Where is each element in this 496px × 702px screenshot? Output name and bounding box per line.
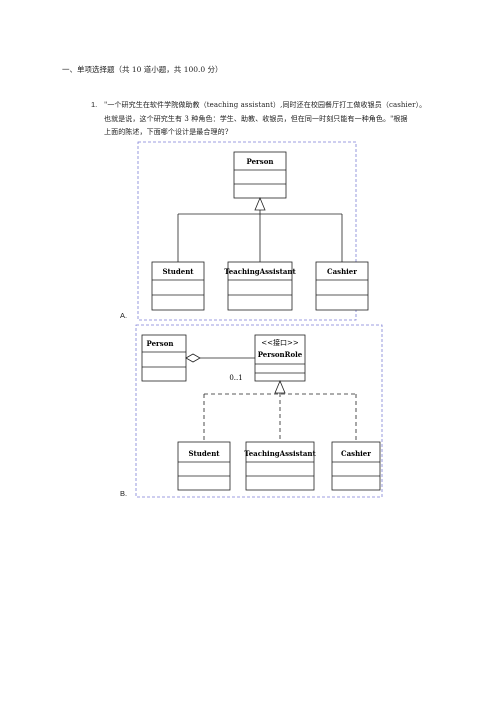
option-a-diagram[interactable]: Person Student TeachingAssistant Cashier: [137, 141, 369, 321]
interface-name: PersonRole: [258, 350, 303, 359]
class-student-b: Student: [177, 441, 231, 491]
svg-text:Person: Person: [147, 339, 174, 348]
multiplicity-label: 0..1: [229, 374, 242, 382]
svg-text:Student: Student: [188, 449, 220, 458]
class-teachingassistant-a: TeachingAssistant: [224, 261, 296, 311]
class-student-a: Student: [151, 261, 205, 311]
question-number: 1.: [91, 100, 98, 109]
svg-text:TeachingAssistant: TeachingAssistant: [244, 449, 316, 458]
generalization-arrow: [254, 196, 266, 211]
aggregation-diamond: [185, 353, 201, 363]
option-a-frame: [137, 141, 357, 321]
realization-arrow: [274, 379, 286, 394]
stereotype-label: <<接口>>: [261, 338, 299, 347]
class-person-b: Person: [141, 334, 187, 382]
section-title: 一、单项选择题（共 10 道小题，共 100.0 分）: [62, 65, 223, 74]
option-b-label[interactable]: B.: [120, 489, 128, 498]
question-text-line-1: "一个研究生在软件学院做助教（teaching assistant）,同时还在校…: [104, 101, 427, 109]
svg-text:Cashier: Cashier: [341, 449, 371, 458]
option-b-frame: [135, 324, 383, 498]
option-b-diagram[interactable]: Person 0..1 <<接口>> PersonRole Student: [135, 324, 383, 498]
interface-personrole: <<接口>> PersonRole: [254, 334, 306, 382]
svg-text:Cashier: Cashier: [327, 267, 357, 276]
class-person-a: Person: [233, 151, 287, 199]
question-text-line-3: 上面的陈述，下面哪个设计是最合理的?: [104, 128, 229, 136]
svg-text:TeachingAssistant: TeachingAssistant: [224, 267, 296, 276]
class-teachingassistant-b: TeachingAssistant: [244, 441, 316, 491]
question-text-line-2: 也就是说，这个研究生有 3 种角色：学生、助教、收银员，但在同一时刻只能有一种角…: [104, 115, 408, 123]
class-cashier-b: Cashier: [331, 441, 381, 491]
svg-text:Student: Student: [162, 267, 194, 276]
option-a-label[interactable]: A.: [120, 311, 128, 320]
class-cashier-a: Cashier: [315, 261, 369, 311]
class-name: Person: [247, 157, 274, 166]
